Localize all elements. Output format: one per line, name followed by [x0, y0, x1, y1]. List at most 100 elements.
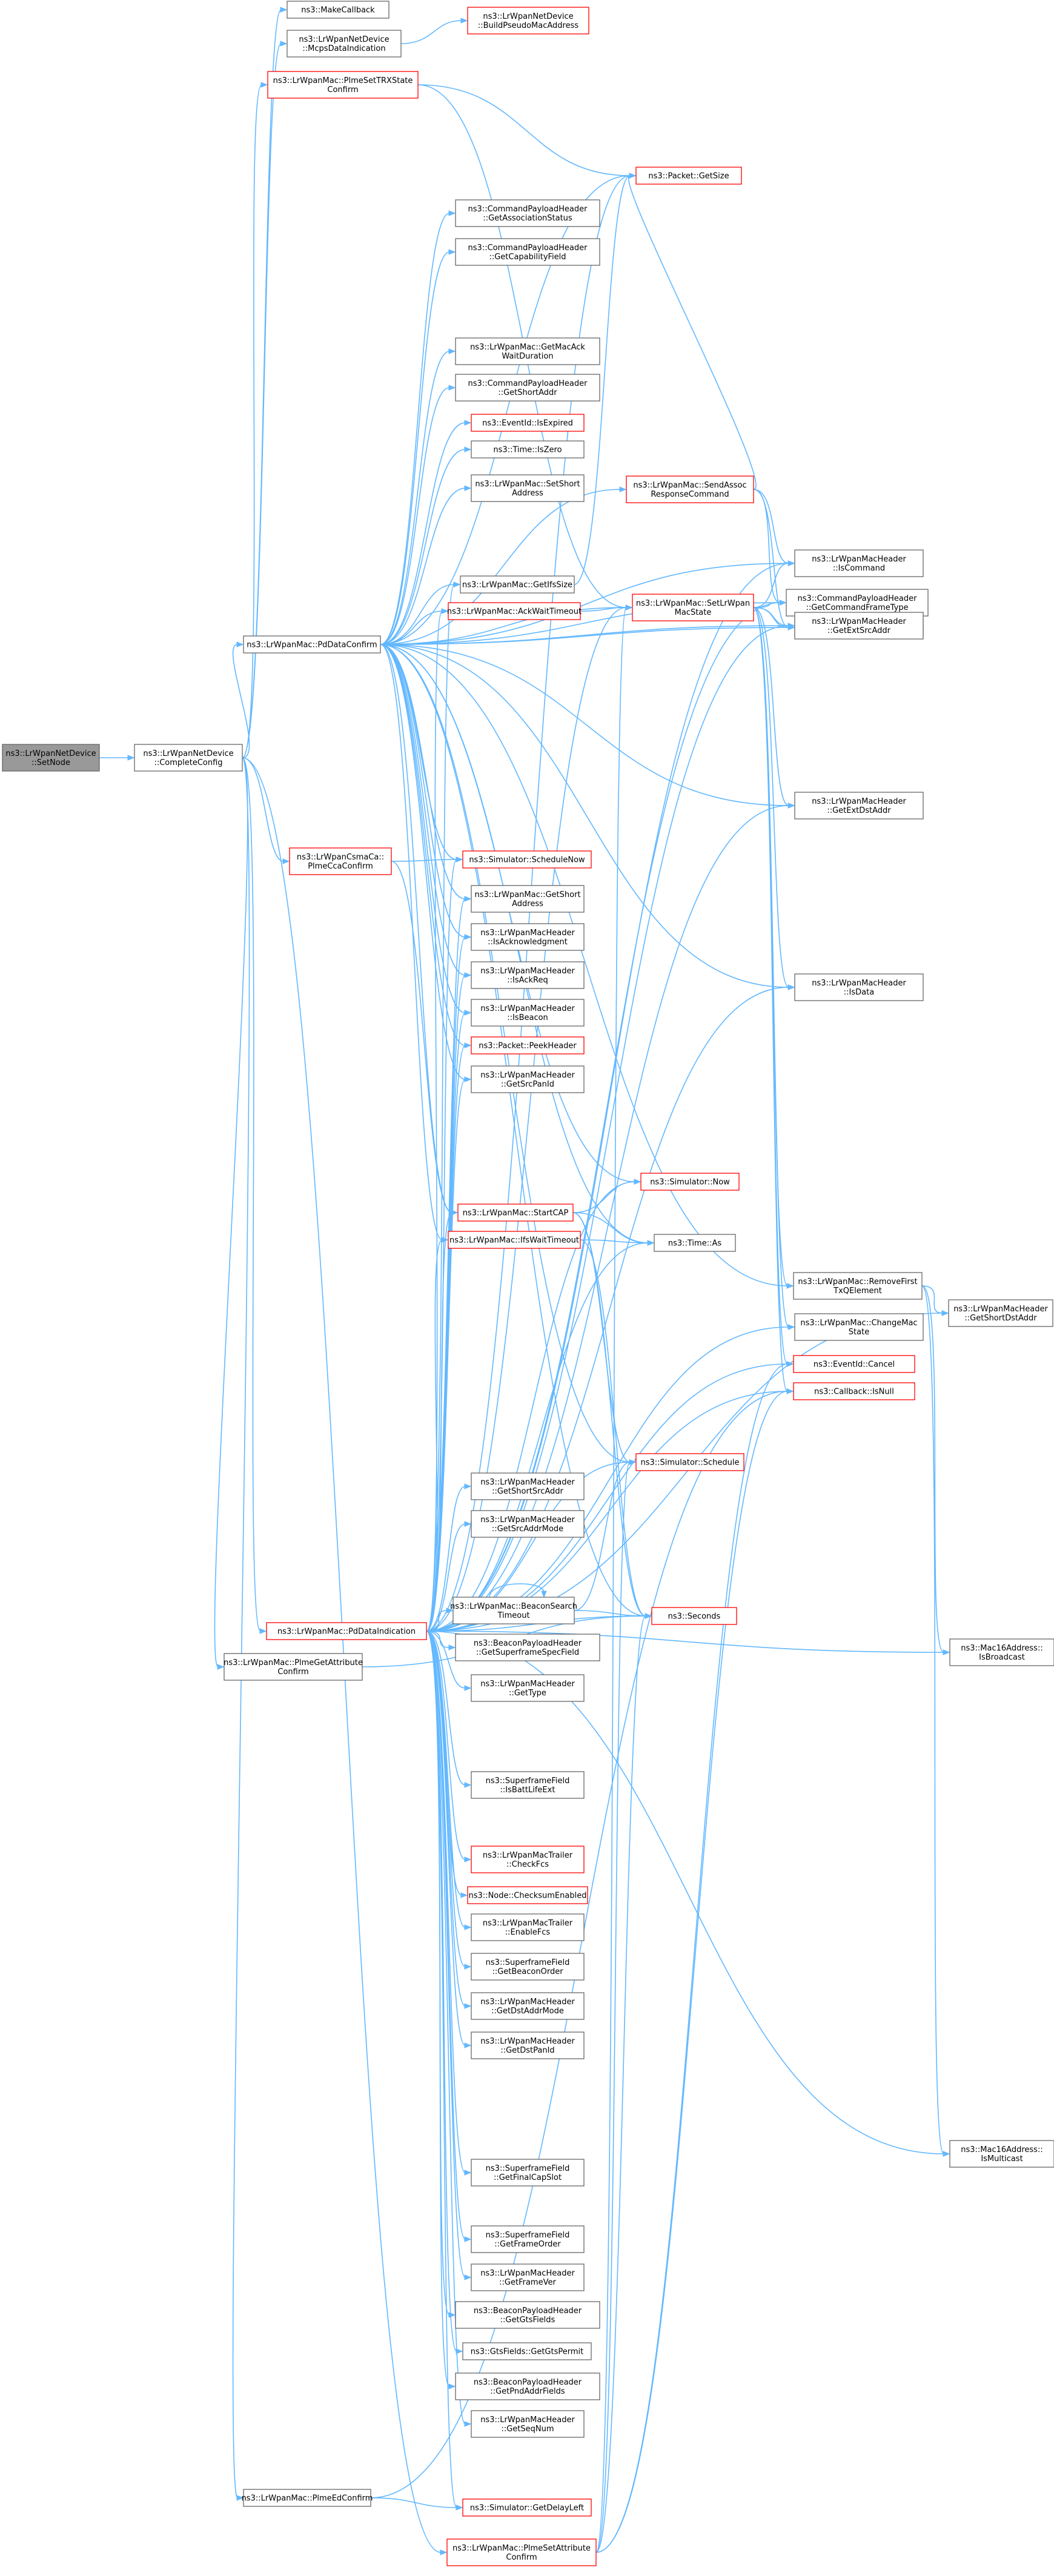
node-packet-getsize[interactable]: ns3::Packet::GetSize — [635, 167, 742, 185]
node-box — [471, 1846, 585, 1873]
node-lrwpanmacheader-getshortsrcaddr[interactable]: ns3::LrWpanMacHeader::GetShortSrcAddr — [471, 1472, 585, 1500]
node-label-line: ::GetBeaconOrder — [492, 1967, 563, 1976]
node-box — [471, 1674, 585, 1702]
node-lrwpanmacheader-getsrcpanid[interactable]: ns3::LrWpanMacHeader::GetSrcPanId — [471, 1065, 585, 1093]
node-eventid-isexpired[interactable]: ns3::EventId::IsExpired — [471, 414, 585, 432]
edge-n19-n47 — [380, 644, 652, 1619]
node-label-line: ns3::LrWpanMac::GetIfsSize — [462, 581, 572, 590]
node-box — [455, 199, 600, 227]
node-lrwpanmacheader-getsrcaddrmode[interactable]: ns3::LrWpanMacHeader::GetSrcAddrMode — [471, 1510, 585, 1538]
node-superframefield-getbeaconorder[interactable]: ns3::SuperframeField::GetBeaconOrder — [471, 1953, 585, 1981]
node-simulator-getdelayleft[interactable]: ns3::Simulator::GetDelayLeft — [462, 2498, 592, 2517]
node-lrwpanmacheader-getshortdstaddr[interactable]: ns3::LrWpanMacHeader::GetShortDstAddr — [948, 1299, 1053, 1327]
node-label-line: Timeout — [497, 1611, 529, 1620]
node-box — [626, 475, 754, 503]
node-commandpayloadheader-getcommandframetype[interactable]: ns3::CommandPayloadHeader::GetCommandFra… — [786, 589, 929, 617]
node-lrwpanmac-getifssize[interactable]: ns3::LrWpanMac::GetIfsSize — [460, 575, 575, 594]
node-box — [471, 414, 585, 432]
node-lrwpanmacheader-isacknowledgment[interactable]: ns3::LrWpanMacHeader::IsAcknowledgment — [471, 923, 585, 951]
edge-n37-n48 — [921, 1285, 950, 1655]
node-lrwpanmacheader-gettype[interactable]: ns3::LrWpanMacHeader::GetType — [471, 1674, 585, 1702]
node-superframefield-getfinalcapslot[interactable]: ns3::SuperframeField::GetFinalCapSlot — [471, 2159, 585, 2187]
node-label-line: ::GetFrameVer — [499, 2278, 556, 2287]
edge-arrowhead — [448, 210, 456, 216]
node-eventid-cancel[interactable]: ns3::EventId::Cancel — [793, 1355, 915, 1373]
node-packet-peekheader[interactable]: ns3::Packet::PeekHeader — [471, 1036, 585, 1055]
node-simulator-now[interactable]: ns3::Simulator::Now — [640, 1173, 740, 1191]
node-gtsfields-getgtspermit[interactable]: ns3::GtsFields::GetGtsPermit — [462, 2342, 592, 2360]
node-box — [452, 1597, 575, 1624]
edge-line — [753, 607, 789, 806]
node-mac16address-ismulticast[interactable]: ns3::Mac16Address::IsMulticast — [949, 2140, 1054, 2168]
edge-arrowhead — [464, 1964, 472, 1970]
edge-n1-n19 — [232, 641, 250, 758]
edge-arrowhead — [941, 1310, 949, 1316]
edge-line — [426, 1631, 466, 2173]
node-beaconpayloadheader-getsuperframespecfield[interactable]: ns3::BeaconPayloadHeader::GetSuperframeS… — [455, 1634, 600, 1661]
node-lrwpanmactrailer-checkfcs[interactable]: ns3::LrWpanMacTrailer::CheckFcs — [471, 1846, 585, 1873]
node-lrwpanmac-ifswaittimeout[interactable]: ns3::LrWpanMac::IfsWaitTimeout — [448, 1231, 581, 1249]
node-makecallback[interactable]: ns3::MakeCallback — [287, 1, 389, 19]
node-lrwpanmacheader-getextsrcaddr[interactable]: ns3::LrWpanMacHeader::GetExtSrcAddr — [794, 612, 924, 640]
node-callback-isnull[interactable]: ns3::Callback::IsNull — [793, 1382, 915, 1400]
node-box — [635, 1453, 744, 1471]
node-lrwpanmacheader-getdstaddrmode[interactable]: ns3::LrWpanMacHeader::GetDstAddrMode — [471, 1992, 585, 2020]
node-commandpayloadheader-getassociationstatus[interactable]: ns3::CommandPayloadHeader::GetAssociatio… — [455, 199, 600, 227]
node-commandpayloadheader-getcapabilityfield[interactable]: ns3::CommandPayloadHeader::GetCapability… — [455, 238, 600, 266]
node-lrwpancsmaca-plmeccaconfirm[interactable]: ns3::LrWpanCsmaCa::PlmeCcaConfirm — [289, 847, 392, 875]
node-time-as[interactable]: ns3::Time::As — [654, 1234, 736, 1252]
node-lrwpanmac-startcap[interactable]: ns3::LrWpanMac::StartCAP — [457, 1204, 574, 1222]
node-simulator-schedulenow[interactable]: ns3::Simulator::ScheduleNow — [462, 850, 592, 869]
node-lrwpanmac-pddataindication[interactable]: ns3::LrWpanMac::PdDataIndication — [266, 1622, 427, 1640]
node-beaconpayloadheader-getgtsfields[interactable]: ns3::BeaconPayloadHeader::GetGtsFields — [455, 2301, 600, 2329]
node-mac16address-isbroadcast[interactable]: ns3::Mac16Address::IsBroadcast — [949, 1638, 1054, 1666]
node-label-line: Confirm — [506, 2553, 537, 2562]
node-lrwpanmacheader-getextdstaddr[interactable]: ns3::LrWpanMacHeader::GetExtDstAddr — [794, 792, 924, 819]
node-lrwpannetdevice-setnode[interactable]: ns3::LrWpanNetDevice::SetNode — [2, 744, 100, 772]
node-simulator-schedule[interactable]: ns3::Simulator::Schedule — [635, 1453, 744, 1471]
node-beaconpayloadheader-getpndaddrfields[interactable]: ns3::BeaconPayloadHeader::GetPndAddrFiel… — [455, 2372, 600, 2400]
node-lrwpanmacheader-isdata[interactable]: ns3::LrWpanMacHeader::IsData — [794, 973, 924, 1001]
edge-n34-n33 — [572, 1179, 641, 1213]
node-lrwpanmac-plmeedconfirm[interactable]: ns3::LrWpanMac::PlmeEdConfirm — [242, 2489, 373, 2507]
node-lrwpanmacheader-iscommand[interactable]: ns3::LrWpanMacHeader::IsCommand — [794, 549, 924, 577]
node-lrwpanmacheader-getframever[interactable]: ns3::LrWpanMacHeader::GetFrameVer — [471, 2263, 585, 2291]
node-lrwpannetdevice-mcpsdataindication[interactable]: ns3::LrWpanNetDevice::McpsDataIndication — [287, 30, 402, 58]
node-time-iszero[interactable]: ns3::Time::IsZero — [471, 440, 585, 459]
node-superframefield-isbattlifeext[interactable]: ns3::SuperframeField::IsBattLifeExt — [471, 1771, 585, 1799]
node-lrwpanmac-pddataconfirm[interactable]: ns3::LrWpanMac::PdDataConfirm — [243, 635, 381, 654]
node-label-line: ns3::LrWpanMacHeader — [953, 1305, 1048, 1314]
edge-line — [380, 644, 789, 806]
node-commandpayloadheader-getshortaddr[interactable]: ns3::CommandPayloadHeader::GetShortAddr — [455, 374, 600, 402]
node-lrwpannetdevice-buildpseudomacaddress[interactable]: ns3::LrWpanNetDevice::BuildPseudoMacAddr… — [467, 7, 589, 35]
node-label-line: ns3::CommandPayloadHeader — [468, 379, 588, 388]
node-node-checksumenabled[interactable]: ns3::Node::ChecksumEnabled — [467, 1886, 588, 1904]
edge-n1-n67 — [232, 757, 250, 2501]
edge-arrowhead — [236, 2495, 244, 2501]
node-lrwpanmacheader-getdstpanid[interactable]: ns3::LrWpanMacHeader::GetDstPanId — [471, 2031, 585, 2059]
edge-arrowhead — [464, 2236, 472, 2242]
node-seconds[interactable]: ns3::Seconds — [651, 1607, 737, 1625]
node-lrwpanmacheader-isbeacon[interactable]: ns3::LrWpanMacHeader::IsBeacon — [471, 999, 585, 1027]
node-superframefield-getframeorder[interactable]: ns3::SuperframeField::GetFrameOrder — [471, 2225, 585, 2253]
node-lrwpanmac-ackwaittimeout[interactable]: ns3::LrWpanMac::AckWaitTimeout — [447, 602, 582, 620]
node-lrwpanmacheader-isackreq[interactable]: ns3::LrWpanMacHeader::IsAckReq — [471, 961, 585, 989]
node-lrwpanmactrailer-enablefcs[interactable]: ns3::LrWpanMacTrailer::EnableFcs — [471, 1913, 585, 1941]
node-label-line: ns3::LrWpanMacHeader — [812, 797, 906, 806]
node-label-line: ns3::LrWpanMac::RemoveFirst — [798, 1277, 917, 1286]
node-lrwpannetdevice-completeconfig[interactable]: ns3::LrWpanNetDevice::CompleteConfig — [134, 744, 243, 772]
node-lrwpanmacheader-getseqnum[interactable]: ns3::LrWpanMacHeader::GetSeqNum — [471, 2410, 585, 2438]
node-label-line: ns3::EventId::Cancel — [814, 1360, 895, 1369]
edge-line — [595, 1363, 788, 2553]
